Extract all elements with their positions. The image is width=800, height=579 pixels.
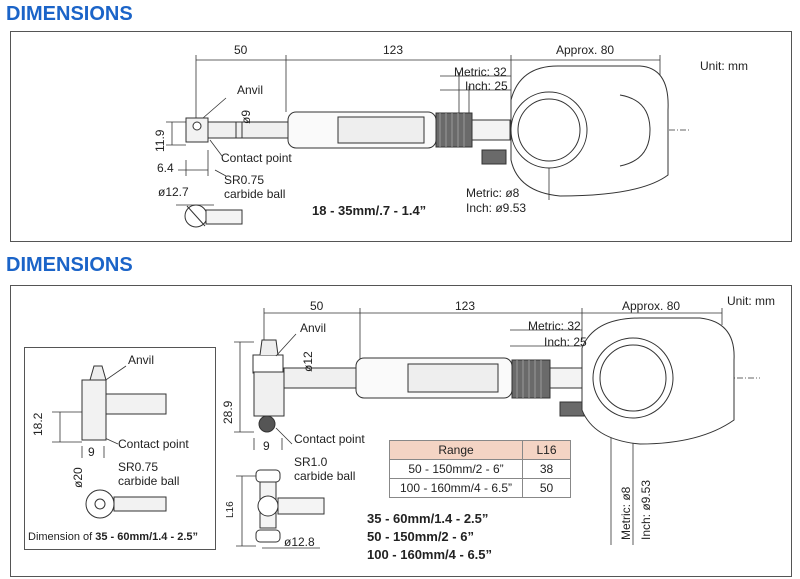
s2-28-9: 28.9	[221, 400, 235, 424]
inset-carbide-ball: carbide ball	[118, 474, 180, 488]
inset-phi20: ø20	[71, 467, 85, 488]
inset-anvil: Anvil	[128, 353, 155, 367]
range-table: Range L16 50 - 150mm/2 - 6” 38 100 - 160…	[389, 440, 571, 498]
inset-9: 9	[88, 445, 95, 459]
section1-title: DIMENSIONS	[6, 3, 133, 25]
inset-caption-range: 35 - 60mm/1.4 - 2.5”	[95, 531, 198, 543]
s2-range-2: 50 - 150mm/2 - 6”	[367, 529, 474, 544]
table-cell: 50	[522, 478, 571, 498]
inset-caption: Dimension of 35 - 60mm/1.4 - 2.5”	[28, 531, 198, 544]
s1-carbide-ball: carbide ball	[224, 187, 286, 201]
s1-inch953: Inch: ø9.53	[466, 201, 527, 215]
s1-metric32: Metric: 32	[454, 65, 507, 79]
s1-contact-point: Contact point	[221, 151, 292, 165]
table-cell: 100 - 160mm/4 - 6.5”	[389, 478, 523, 498]
s1-range: 18 - 35mm/.7 - 1.4”	[312, 203, 427, 218]
s2-phi128: ø12.8	[284, 535, 315, 549]
s2-dim-123: 123	[455, 299, 476, 313]
inset-panel	[24, 347, 216, 550]
s1-6-4: 6.4	[157, 161, 174, 175]
s1-dim-50: 50	[234, 43, 248, 57]
s2-carbide-ball: carbide ball	[294, 469, 356, 483]
section2-title: DIMENSIONS	[6, 254, 133, 276]
s2-unit: Unit: mm	[727, 294, 775, 308]
s1-anvil: Anvil	[237, 83, 264, 97]
s2-approx-80: Approx. 80	[622, 299, 681, 313]
s2-dim-50: 50	[310, 299, 324, 313]
s1-phi127: ø12.7	[158, 185, 189, 199]
s1-dim-123: 123	[383, 43, 404, 57]
s2-range-1: 35 - 60mm/1.4 - 2.5”	[367, 511, 489, 526]
inset-contact-point: Contact point	[118, 437, 189, 451]
s1-inch25: Inch: 25	[465, 79, 508, 93]
inset-caption-prefix: Dimension of	[28, 531, 96, 543]
range-table-header-range: Range	[389, 440, 523, 460]
s1-unit: Unit: mm	[700, 59, 748, 73]
s2-phi12: ø12	[301, 351, 315, 372]
s2-metric8: Metric: ø8	[619, 486, 633, 540]
inset-sr075: SR0.75	[118, 460, 159, 474]
range-table-header-l16: L16	[522, 440, 571, 460]
s1-approx-80: Approx. 80	[556, 43, 615, 57]
s2-inch25: Inch: 25	[544, 335, 587, 349]
inset-18-2: 18.2	[31, 412, 45, 436]
s2-9: 9	[263, 439, 270, 453]
table-row: 100 - 160mm/4 - 6.5” 50	[389, 478, 571, 498]
table-cell: 50 - 150mm/2 - 6”	[389, 459, 523, 479]
s2-sr10: SR1.0	[294, 455, 328, 469]
s2-l16: L16	[225, 501, 236, 518]
s1-metric8: Metric: ø8	[466, 186, 520, 200]
s2-anvil: Anvil	[300, 321, 327, 335]
s1-sr075: SR0.75	[224, 173, 265, 187]
table-row: 50 - 150mm/2 - 6” 38	[389, 459, 571, 479]
s2-contact-point: Contact point	[294, 432, 365, 446]
table-cell: 38	[522, 459, 571, 479]
s2-inch953: Inch: ø9.53	[639, 479, 653, 540]
s2-metric32: Metric: 32	[528, 319, 581, 333]
s2-range-3: 100 - 160mm/4 - 6.5”	[367, 547, 493, 562]
